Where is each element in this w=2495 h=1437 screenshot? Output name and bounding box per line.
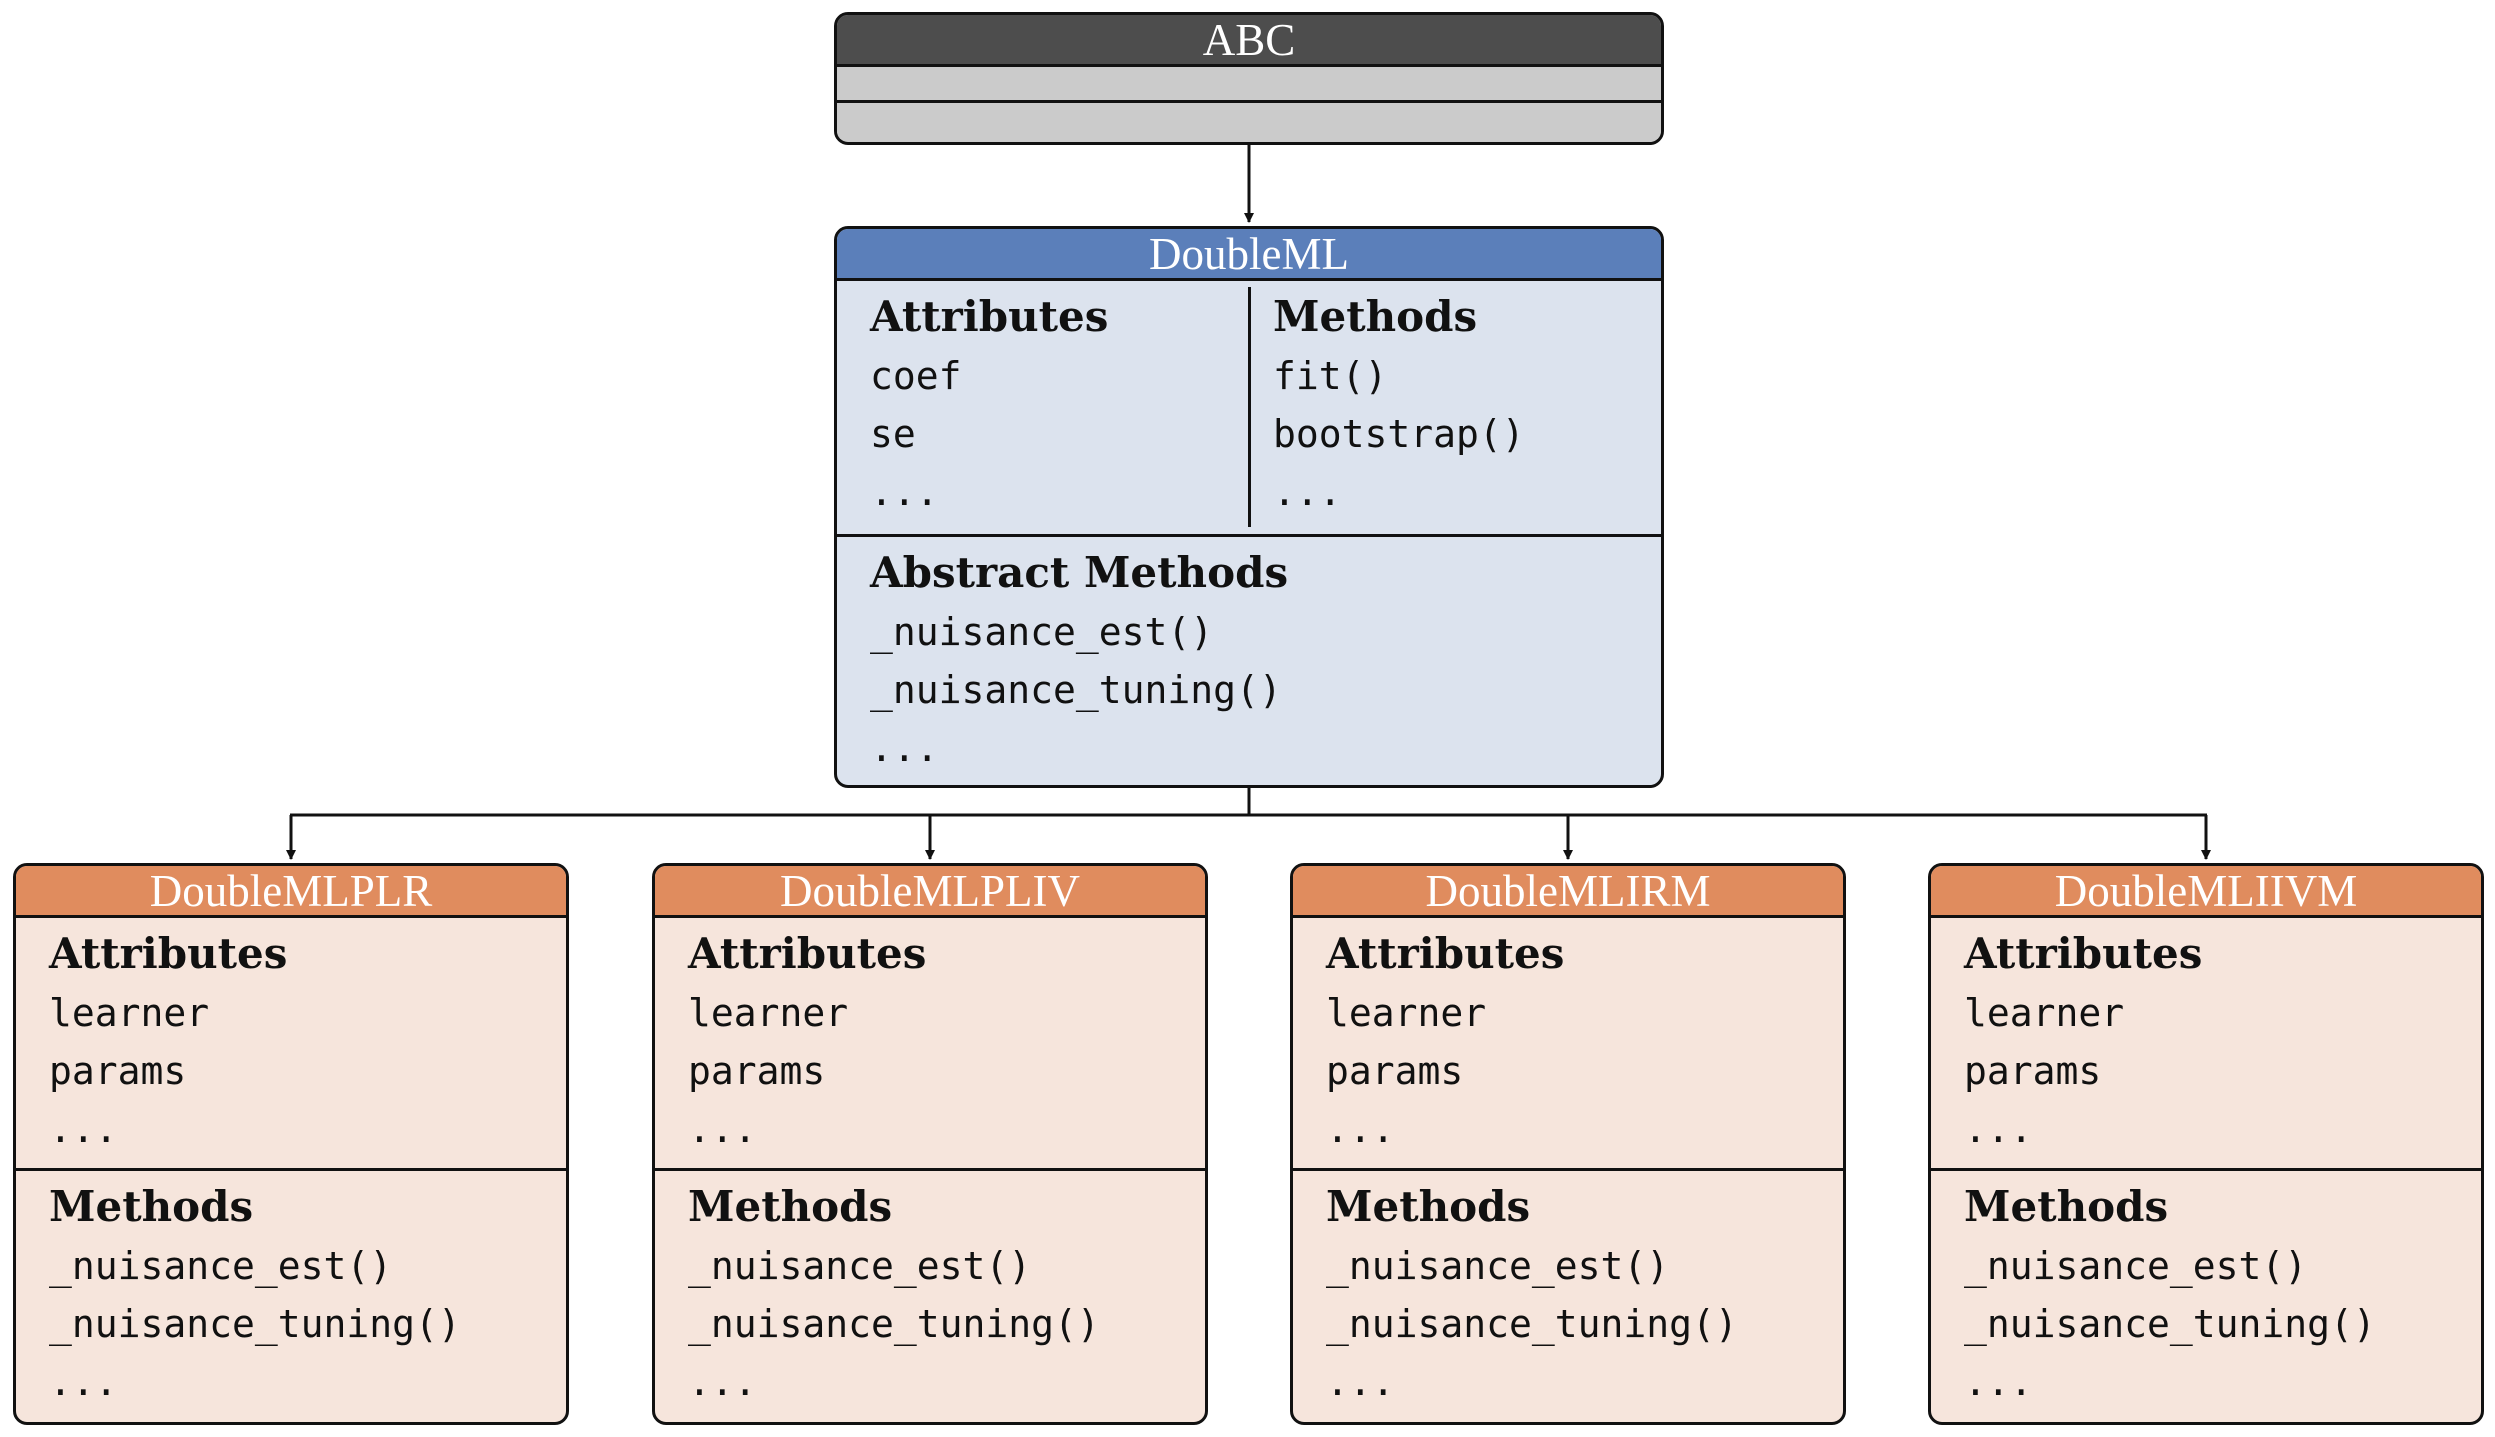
attributes-heading: Attributes [870,292,1109,341]
method-item: ... [1326,1360,1395,1404]
doubleml-attributes-column: Attributes coef se ... [870,287,1108,521]
doubleml-class-title: DoubleML [837,229,1661,281]
attributes-heading: Attributes [1326,929,1565,978]
methods-heading: Methods [1326,1182,1531,1231]
methods-heading: Methods [688,1182,893,1231]
attribute-item: se [870,412,916,456]
doublemlirm-class-box: DoubleMLIRM Attributes learner params ..… [1290,863,1846,1425]
child-attributes-compartment: Attributes learner params ... [16,918,566,1171]
attribute-item: params [1964,1049,2102,1093]
abstract-method-item: ... [870,726,939,770]
attribute-item: learner [1964,991,2125,1035]
attribute-item: ... [688,1107,757,1151]
doublemlpliv-class-box: DoubleMLPLIV Attributes learner params .… [652,863,1208,1425]
abstract-methods-heading: Abstract Methods [870,548,1289,597]
attribute-item: params [1326,1049,1464,1093]
abstract-method-item: _nuisance_tuning() [870,668,1282,712]
doubleml-methods-column: Methods fit() bootstrap() ... [1273,287,1525,521]
methods-heading: Methods [1964,1182,2169,1231]
child-class-title: DoubleMLPLR [16,866,566,918]
child-class-title: DoubleMLIRM [1293,866,1843,918]
method-item: _nuisance_est() [688,1244,1032,1288]
attribute-item: learner [49,991,210,1035]
abc-methods-compartment [837,103,1661,139]
attribute-item: params [688,1049,826,1093]
child-methods-compartment: Methods _nuisance_est() _nuisance_tuning… [1931,1171,2481,1411]
attribute-item: learner [688,991,849,1035]
attribute-item: ... [870,470,939,514]
method-item: ... [1964,1360,2033,1404]
methods-heading: Methods [1273,292,1478,341]
attribute-item: ... [49,1107,118,1151]
attribute-item: learner [1326,991,1487,1035]
abc-class-title: ABC [837,15,1661,67]
child-methods-compartment: Methods _nuisance_est() _nuisance_tuning… [1293,1171,1843,1411]
method-item: _nuisance_tuning() [1326,1302,1738,1346]
method-item: _nuisance_est() [49,1244,393,1288]
attributes-heading: Attributes [49,929,288,978]
method-item: _nuisance_est() [1326,1244,1670,1288]
child-class-title: DoubleMLIIVM [1931,866,2481,918]
methods-heading: Methods [49,1182,254,1231]
doublemlplr-class-box: DoubleMLPLR Attributes learner params ..… [13,863,569,1425]
method-item: _nuisance_tuning() [688,1302,1100,1346]
attributes-heading: Attributes [1964,929,2203,978]
doublemliivm-class-box: DoubleMLIIVM Attributes learner params .… [1928,863,2484,1425]
child-methods-compartment: Methods _nuisance_est() _nuisance_tuning… [655,1171,1205,1411]
abstract-method-item: _nuisance_est() [870,610,1214,654]
method-item: ... [1273,470,1342,514]
attribute-item: coef [870,354,962,398]
child-attributes-compartment: Attributes learner params ... [1931,918,2481,1171]
attribute-item: ... [1964,1107,2033,1151]
abc-attributes-compartment [837,67,1661,103]
doubleml-abstract-compartment: Abstract Methods _nuisance_est() _nuisan… [837,537,1661,777]
method-item: _nuisance_est() [1964,1244,2308,1288]
attribute-item: params [49,1049,187,1093]
column-divider [1248,287,1251,527]
method-item: fit() [1273,354,1388,398]
child-attributes-compartment: Attributes learner params ... [1293,918,1843,1171]
child-attributes-compartment: Attributes learner params ... [655,918,1205,1171]
attribute-item: ... [1326,1107,1395,1151]
method-item: ... [688,1360,757,1404]
method-item: ... [49,1360,118,1404]
child-methods-compartment: Methods _nuisance_est() _nuisance_tuning… [16,1171,566,1411]
method-item: _nuisance_tuning() [1964,1302,2376,1346]
child-class-title: DoubleMLPLIV [655,866,1205,918]
doubleml-class-box: DoubleML Attributes coef se ... Methods … [834,226,1664,788]
attributes-heading: Attributes [688,929,927,978]
doubleml-members-compartment: Attributes coef se ... Methods fit() boo… [837,281,1661,537]
method-item: _nuisance_tuning() [49,1302,461,1346]
abc-class-box: ABC [834,12,1664,145]
method-item: bootstrap() [1273,412,1525,456]
